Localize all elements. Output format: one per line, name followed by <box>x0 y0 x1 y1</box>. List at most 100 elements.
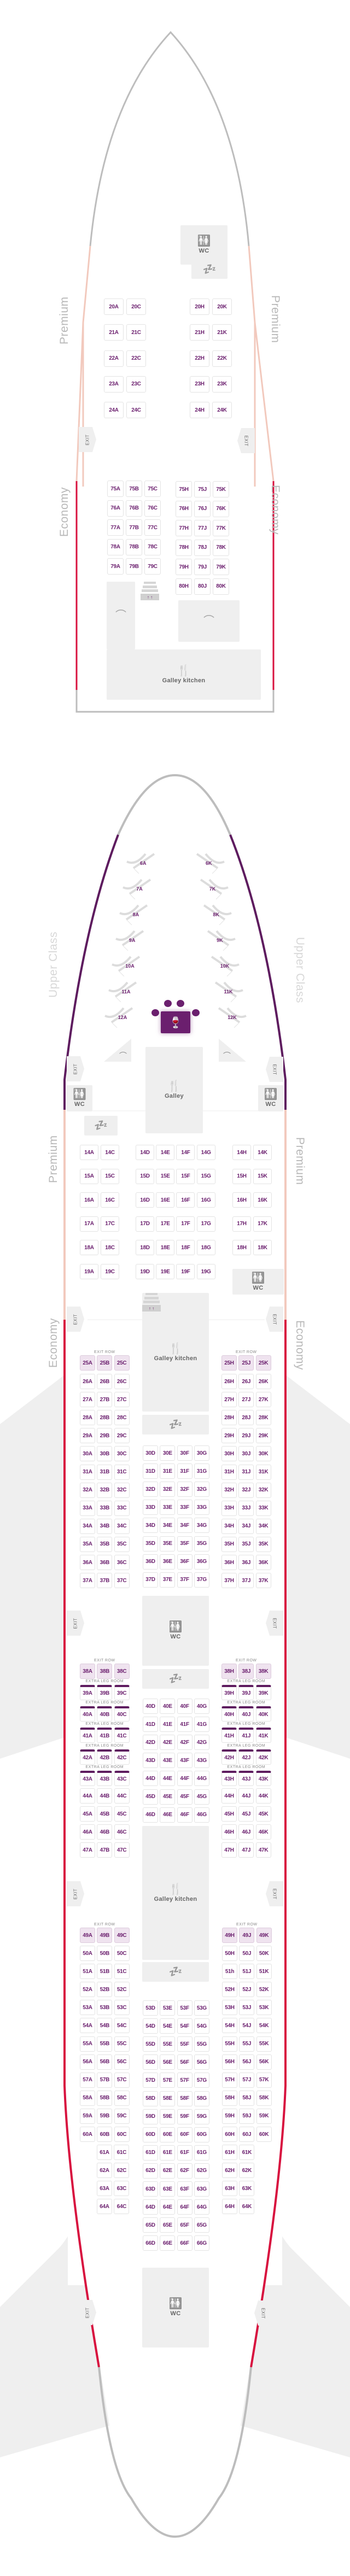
seat-79K[interactable]: 79K <box>213 559 229 575</box>
seat-52H[interactable]: 52H <box>222 1982 237 1998</box>
seat-36B[interactable]: 36B <box>97 1555 113 1570</box>
seat-56B[interactable]: 56B <box>97 2054 113 2070</box>
seat-42K[interactable]: 42K <box>255 1749 271 1765</box>
seat-57A[interactable]: 57A <box>80 2072 95 2088</box>
seat-14H[interactable]: 14H <box>232 1145 251 1160</box>
seat-38A[interactable]: 38A <box>80 1664 95 1679</box>
seat-75K[interactable]: 75K <box>213 481 229 497</box>
seat-15H[interactable]: 15H <box>232 1168 251 1184</box>
seat-77H[interactable]: 77H <box>176 520 192 536</box>
seat-42C[interactable]: 42C <box>114 1749 130 1765</box>
seat-77K[interactable]: 77K <box>213 520 229 536</box>
seat-35C[interactable]: 35C <box>114 1536 130 1552</box>
seat-79A[interactable]: 79A <box>107 558 124 575</box>
seat-57B[interactable]: 57B <box>97 2072 113 2088</box>
seat-59C[interactable]: 59C <box>114 2108 130 2124</box>
seat-19C[interactable]: 19C <box>101 1264 119 1279</box>
seat-77B[interactable]: 77B <box>126 519 142 536</box>
seat-34K[interactable]: 34K <box>255 1518 271 1534</box>
seat-64C[interactable]: 64C <box>114 2199 130 2215</box>
seat-61D[interactable]: 61D <box>143 2145 158 2161</box>
seat-28B[interactable]: 28B <box>97 1410 113 1426</box>
seat-43C[interactable]: 43C <box>114 1770 130 1786</box>
seat-64D[interactable]: 64D <box>143 2199 158 2215</box>
seat-23C[interactable]: 23C <box>126 376 146 393</box>
seat-65E[interactable]: 65E <box>160 2217 176 2233</box>
seat-46E[interactable]: 46E <box>160 1807 176 1823</box>
seat-36D[interactable]: 36D <box>143 1554 158 1570</box>
seat-49K[interactable]: 49K <box>256 1928 272 1943</box>
seat-76B[interactable]: 76B <box>126 500 142 517</box>
seat-79H[interactable]: 79H <box>176 559 192 575</box>
seat-51H[interactable]: 51h <box>222 1964 237 1980</box>
seat-52C[interactable]: 52C <box>114 1982 130 1998</box>
seat-77C[interactable]: 77C <box>144 519 161 536</box>
seat-60E[interactable]: 60E <box>160 2127 176 2142</box>
seat-10K[interactable]: 10K <box>208 955 241 976</box>
seat-45A[interactable]: 45A <box>80 1806 95 1822</box>
seat-41B[interactable]: 41B <box>97 1728 113 1743</box>
seat-41K[interactable]: 41K <box>255 1728 271 1743</box>
seat-44A[interactable]: 44A <box>80 1788 95 1804</box>
seat-37D[interactable]: 37D <box>143 1572 158 1588</box>
seat-15C[interactable]: 15C <box>101 1168 119 1184</box>
seat-78J[interactable]: 78J <box>194 539 211 556</box>
seat-27B[interactable]: 27B <box>97 1392 113 1408</box>
seat-31E[interactable]: 31E <box>160 1463 176 1479</box>
seat-38J[interactable]: 38J <box>238 1664 254 1679</box>
seat-41F[interactable]: 41F <box>177 1717 192 1732</box>
seat-16E[interactable]: 16E <box>156 1192 175 1208</box>
seat-41J[interactable]: 41J <box>238 1728 254 1743</box>
seat-43B[interactable]: 43B <box>97 1770 113 1786</box>
seat-59F[interactable]: 59F <box>177 2109 192 2124</box>
seat-31C[interactable]: 31C <box>114 1464 130 1480</box>
seat-17H[interactable]: 17H <box>232 1216 251 1232</box>
seat-64E[interactable]: 64E <box>160 2199 176 2215</box>
seat-45D[interactable]: 45D <box>143 1789 158 1805</box>
seat-66D[interactable]: 66D <box>143 2235 158 2251</box>
seat-63F[interactable]: 63F <box>177 2181 192 2197</box>
seat-53C[interactable]: 53C <box>114 2000 130 2016</box>
seat-75B[interactable]: 75B <box>126 481 142 497</box>
seat-24A[interactable]: 24A <box>104 402 124 419</box>
seat-58B[interactable]: 58B <box>97 2090 113 2106</box>
seat-21C[interactable]: 21C <box>126 324 146 341</box>
seat-43J[interactable]: 43J <box>238 1770 254 1786</box>
seat-30A[interactable]: 30A <box>80 1446 95 1462</box>
seat-56H[interactable]: 56H <box>222 2054 237 2070</box>
seat-28J[interactable]: 28J <box>238 1410 254 1426</box>
seat-33D[interactable]: 33D <box>143 1500 158 1515</box>
seat-36K[interactable]: 36K <box>255 1555 271 1570</box>
seat-44K[interactable]: 44K <box>255 1788 271 1804</box>
seat-32J[interactable]: 32J <box>238 1482 254 1498</box>
seat-54F[interactable]: 54F <box>177 2018 192 2034</box>
seat-21K[interactable]: 21K <box>212 324 232 341</box>
seat-58D[interactable]: 58D <box>143 2091 158 2106</box>
seat-54G[interactable]: 54G <box>194 2018 209 2034</box>
seat-32C[interactable]: 32C <box>114 1482 130 1498</box>
seat-16A[interactable]: 16A <box>80 1192 98 1208</box>
seat-31G[interactable]: 31G <box>194 1463 209 1479</box>
seat-64A[interactable]: 64A <box>97 2199 112 2215</box>
seat-20A[interactable]: 20A <box>104 298 124 315</box>
seat-55C[interactable]: 55C <box>114 2036 130 2052</box>
seat-15G[interactable]: 15G <box>196 1168 215 1184</box>
seat-35K[interactable]: 35K <box>255 1536 271 1552</box>
seat-34A[interactable]: 34A <box>80 1518 95 1534</box>
seat-54H[interactable]: 54H <box>222 2018 237 2034</box>
seat-59H[interactable]: 59H <box>222 2108 237 2124</box>
seat-39H[interactable]: 39H <box>221 1685 237 1700</box>
seat-57H[interactable]: 57H <box>222 2072 237 2088</box>
seat-65F[interactable]: 65F <box>177 2217 192 2233</box>
seat-27C[interactable]: 27C <box>114 1392 130 1408</box>
seat-40F[interactable]: 40F <box>177 1699 192 1714</box>
seat-16D[interactable]: 16D <box>136 1192 154 1208</box>
seat-40J[interactable]: 40J <box>238 1706 254 1722</box>
seat-55J[interactable]: 55J <box>239 2036 255 2052</box>
seat-16G[interactable]: 16G <box>196 1192 215 1208</box>
seat-61F[interactable]: 61F <box>177 2145 192 2161</box>
seat-41G[interactable]: 41G <box>194 1717 209 1732</box>
seat-56F[interactable]: 56F <box>177 2054 192 2070</box>
seat-35B[interactable]: 35B <box>97 1536 113 1552</box>
seat-40H[interactable]: 40H <box>221 1706 237 1722</box>
